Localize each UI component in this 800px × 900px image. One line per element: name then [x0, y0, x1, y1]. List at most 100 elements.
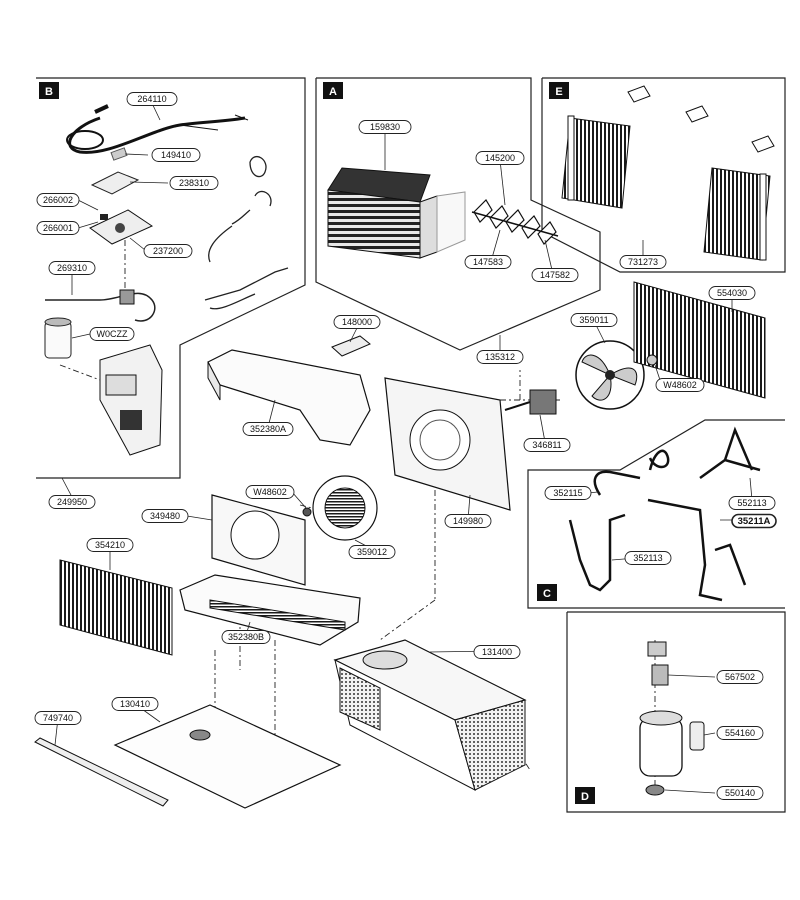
part-number: 131400	[482, 647, 512, 657]
section-badge-e: E	[549, 82, 569, 99]
part-number: 352113	[633, 553, 662, 563]
svg-text:B: B	[45, 86, 53, 98]
base-pan-130410	[113, 704, 342, 809]
part-number: W0CZZ	[97, 329, 128, 339]
part-label-135312: 135312	[476, 350, 524, 364]
part-number: 269310	[57, 263, 87, 273]
part-label-148000: 148000	[333, 315, 381, 329]
part-label-352380B: 352380B	[221, 630, 271, 644]
part-number: 237200	[153, 246, 183, 256]
part-label-131400: 131400	[473, 645, 521, 659]
part-number: 159830	[370, 122, 400, 132]
part-label-352113: 352113	[624, 551, 672, 565]
svg-text:E: E	[555, 86, 562, 98]
part-number: 135312	[485, 352, 515, 362]
bracket-149410	[110, 147, 128, 161]
part-label-567502: 567502	[716, 670, 764, 684]
section-a-frame	[315, 77, 601, 351]
part-label-352380A: 352380A	[242, 422, 294, 436]
part-label-269310: 269310	[48, 261, 96, 275]
svg-text:A: A	[329, 86, 337, 98]
evaporator-354210	[59, 559, 173, 656]
control-box	[99, 344, 163, 456]
part-number: 264110	[137, 94, 166, 104]
part-number: 148000	[342, 317, 372, 327]
control-board-237200	[89, 209, 154, 245]
part-number: 147582	[540, 270, 570, 280]
part-label-354210: 354210	[86, 538, 134, 552]
washer-W48602a	[646, 354, 658, 366]
evap-fan-359012	[312, 475, 378, 541]
section-badge-b: B	[39, 82, 59, 99]
part-label-145200: 145200	[475, 151, 525, 165]
part-number: W48602	[253, 487, 287, 497]
part-label-266001: 266001	[36, 221, 80, 235]
part-label-35211A: 35211A	[731, 513, 777, 529]
overload-567502	[647, 641, 669, 686]
part-number: 130410	[120, 699, 150, 709]
svg-text:C: C	[543, 588, 551, 600]
part-number: 731273	[628, 257, 658, 267]
part-label-552113: 552113	[728, 496, 776, 510]
part-label-237200: 237200	[143, 244, 193, 258]
svg-text:D: D	[581, 791, 589, 803]
part-number: 749740	[43, 713, 73, 723]
section-e-frame	[541, 77, 786, 273]
part-number: 249950	[57, 497, 87, 507]
part-label-731273: 731273	[619, 255, 667, 269]
part-label-149410: 149410	[151, 148, 201, 162]
part-number: 349480	[150, 511, 180, 521]
part-label-554030: 554030	[708, 286, 756, 300]
part-number: 149980	[453, 516, 483, 526]
air-guide-352380A	[207, 349, 371, 446]
fan-motor-346811	[504, 389, 557, 415]
front-grille-159830	[327, 167, 466, 259]
part-label-W0CZZ: W0CZZ	[89, 327, 135, 341]
part-number: 354210	[95, 540, 125, 550]
part-number: W48602	[663, 380, 697, 390]
part-label-130410: 130410	[111, 697, 159, 711]
rail-749740	[34, 737, 169, 807]
part-label-149980: 149980	[444, 514, 492, 528]
part-number: 352380B	[228, 632, 264, 642]
part-label-349480: 349480	[141, 509, 189, 523]
orifice-149980	[384, 377, 511, 511]
power-cord-264110	[66, 104, 249, 154]
part-number: 266001	[43, 223, 73, 233]
grommet-550140	[645, 784, 665, 796]
side-curtain-right	[703, 167, 771, 261]
section-c-frame	[527, 419, 785, 609]
section-badge-d: D	[575, 787, 595, 804]
part-number: 35211A	[738, 516, 771, 527]
control-plate-238310	[90, 171, 140, 195]
louvers-145200	[471, 199, 559, 245]
condenser-fan-359011	[575, 340, 645, 410]
part-number: 238310	[179, 178, 209, 188]
tubing-group	[568, 426, 761, 602]
part-number: 352115	[553, 488, 582, 498]
washer-W48602b	[302, 507, 312, 517]
part-number: 550140	[725, 788, 755, 798]
part-number: 346811	[532, 440, 561, 450]
part-label-346811: 346811	[523, 438, 571, 452]
part-number: 352380A	[250, 424, 286, 434]
section-b-frame	[36, 77, 306, 479]
cabinet-131400	[333, 639, 527, 791]
part-label-352115: 352115	[544, 486, 592, 500]
part-label-359012: 359012	[348, 545, 396, 559]
part-number: 359012	[357, 547, 387, 557]
part-label-W48602a: W48602	[655, 378, 705, 392]
part-label-159830: 159830	[358, 120, 412, 134]
part-label-264110: 264110	[126, 92, 178, 106]
side-curtain-left	[561, 115, 631, 209]
part-label-238310: 238310	[169, 176, 219, 190]
part-number: 266002	[43, 195, 73, 205]
part-number: 145200	[485, 153, 515, 163]
part-label-249950: 249950	[48, 495, 96, 509]
mounting-brackets	[627, 85, 775, 153]
part-label-749740: 749740	[34, 711, 82, 725]
harness-wires	[204, 156, 289, 310]
section-d-frame	[566, 611, 786, 813]
bracket-148000	[331, 335, 371, 357]
